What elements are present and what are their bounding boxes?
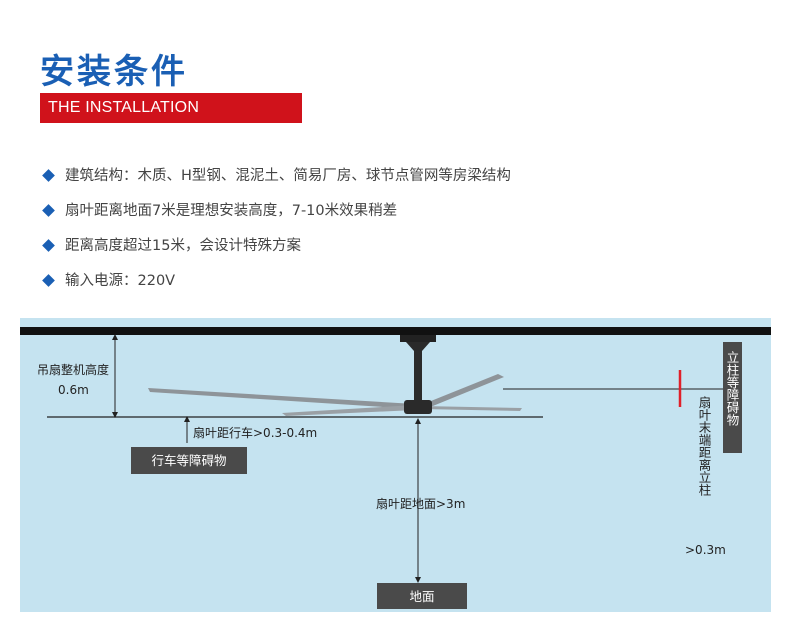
fan-downrod: [414, 351, 422, 403]
conditions-list: 建筑结构：木质、H型钢、混泥土、简易厂房、球节点管网等房梁结构 扇叶距离地面7米…: [42, 158, 511, 298]
page-title: 安装条件: [40, 52, 188, 92]
column-clearance-label: 扇叶末端距离立柱: [697, 395, 712, 497]
diamond-bullet-icon: [42, 274, 55, 287]
ceiling-mount: [400, 335, 436, 342]
fan-blade: [148, 388, 415, 409]
ceiling-beam: [20, 327, 771, 335]
floor-box: [377, 583, 467, 609]
column-obstacle-box: [723, 342, 742, 453]
mount-bracket: [406, 342, 430, 351]
column-obstacle-label: 立柱等障碍物: [725, 350, 740, 427]
installation-diagram-svg: 吊扇整机高度 0.6m 扇叶距行车>0.3-0.4m 行车等障碍物 扇叶距地面>…: [20, 327, 771, 609]
fan-height-value: 0.6m: [58, 383, 89, 397]
installation-diagram: 吊扇整机高度 0.6m 扇叶距行车>0.3-0.4m 行车等障碍物 扇叶距地面>…: [20, 318, 771, 612]
crane-obstacle-box: [131, 447, 247, 474]
crane-clearance-label: 扇叶距行车>0.3-0.4m: [193, 425, 317, 440]
diamond-bullet-icon: [42, 239, 55, 252]
list-item-text: 扇叶距离地面7米是理想安装高度，7-10米效果稍差: [65, 202, 398, 219]
list-item: 距离高度超过15米，会设计特殊方案: [42, 228, 511, 263]
list-item-text: 建筑结构：木质、H型钢、混泥土、简易厂房、球节点管网等房梁结构: [65, 167, 511, 184]
floor-clearance-label: 扇叶距地面>3m: [376, 496, 465, 511]
list-item: 输入电源：220V: [42, 263, 511, 298]
crane-obstacle-label: 行车等障碍物: [151, 453, 226, 468]
fan-motor: [404, 400, 432, 414]
diamond-bullet-icon: [42, 204, 55, 217]
list-item-text: 输入电源：220V: [65, 272, 176, 289]
column-clearance-value: >0.3m: [685, 543, 726, 557]
diamond-bullet-icon: [42, 169, 55, 182]
page-subtitle-badge: THE INSTALLATION CONDITIONS: [40, 93, 302, 146]
floor-label: 地面: [409, 589, 434, 604]
fan-blade: [282, 405, 415, 416]
fan-blade: [421, 374, 504, 410]
fan-height-label: 吊扇整机高度: [37, 362, 109, 377]
list-item: 扇叶距离地面7米是理想安装高度，7-10米效果稍差: [42, 193, 511, 228]
fan-blade: [421, 406, 522, 411]
list-item-text: 距离高度超过15米，会设计特殊方案: [65, 237, 301, 254]
list-item: 建筑结构：木质、H型钢、混泥土、简易厂房、球节点管网等房梁结构: [42, 158, 511, 193]
